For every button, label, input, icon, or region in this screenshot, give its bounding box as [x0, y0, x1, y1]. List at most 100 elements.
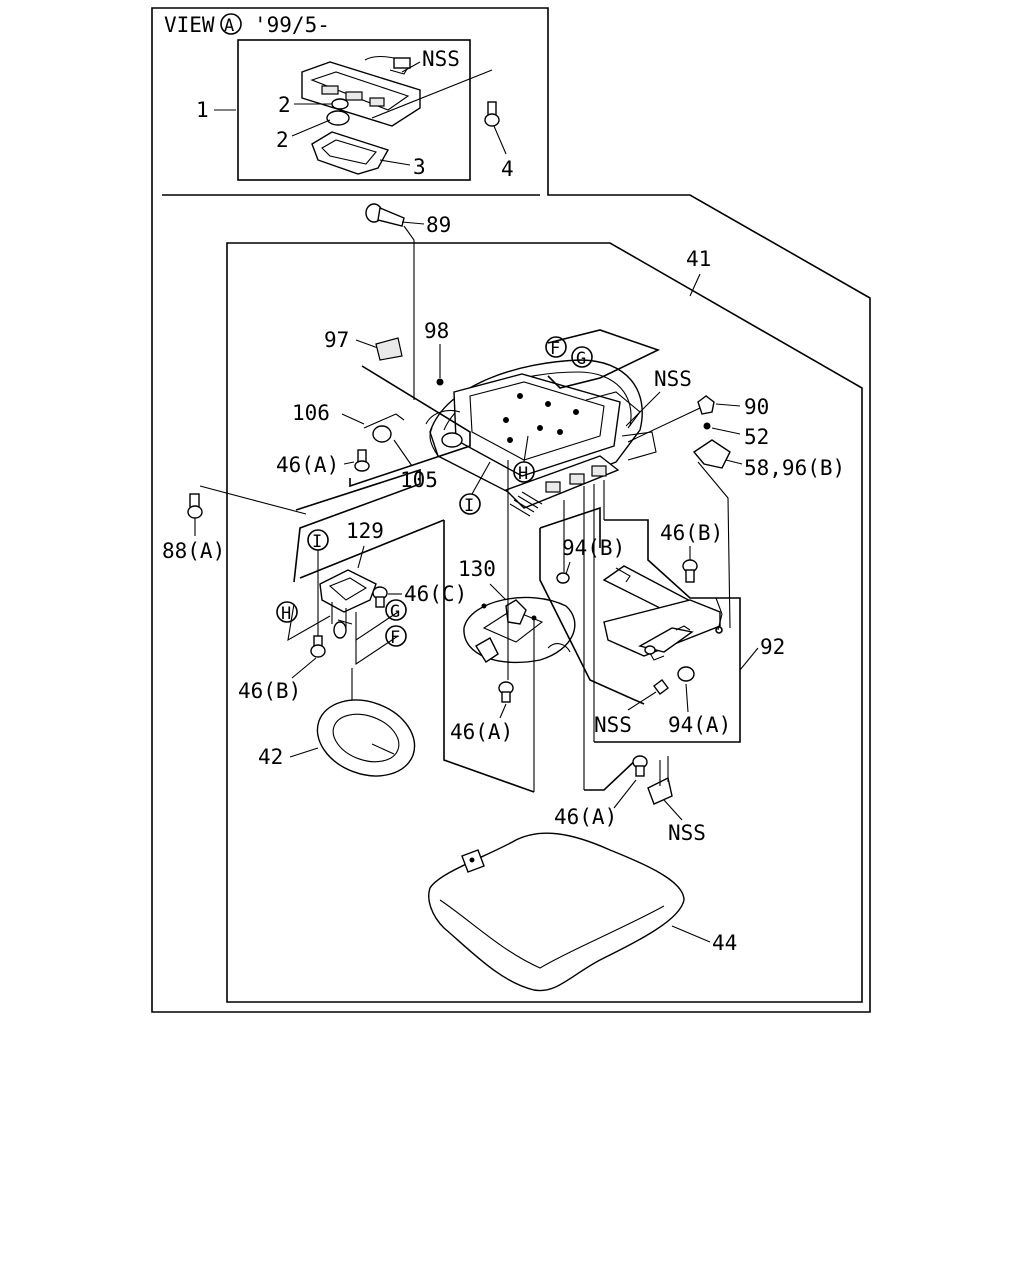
- inset-box: [237, 39, 471, 181]
- leader-part-2b: [291, 119, 331, 137]
- bracket-92: [602, 565, 723, 661]
- screw-88a: [187, 493, 203, 519]
- label-part-46a-left: 46(A): [276, 453, 339, 477]
- part-105: [363, 413, 405, 443]
- label-part-90: 90: [744, 395, 769, 419]
- bracket-94b-outline: [539, 528, 645, 705]
- label-i-left: I: [312, 532, 322, 552]
- bracket-129-outline: [293, 468, 421, 583]
- leader-part-89: [401, 221, 425, 225]
- leader-part-94a: [685, 683, 689, 713]
- screw-46c: [372, 586, 388, 608]
- label-f-left: F: [390, 628, 400, 648]
- circle-f-top: [545, 336, 567, 358]
- circle-h-left: [276, 601, 298, 623]
- label-nss-right: NSS: [594, 713, 632, 737]
- circle-f-left: [385, 625, 407, 647]
- screw-4: [484, 101, 500, 127]
- label-part-97: 97: [324, 328, 349, 352]
- bracket-129-frame-top: [299, 519, 445, 579]
- lens-42: [316, 699, 416, 777]
- label-nss-bottom: NSS: [668, 821, 706, 845]
- leader-part-94b: [565, 561, 571, 575]
- label-f-top: F: [550, 339, 560, 359]
- lamp-socket-129: [319, 569, 377, 639]
- part-nss-clip: [653, 679, 669, 695]
- label-part-46c: 46(C): [404, 582, 467, 606]
- leader-part-42: [289, 747, 319, 758]
- leader-part-46a-left: [343, 461, 355, 465]
- label-nss-mid: NSS: [654, 367, 692, 391]
- circle-g-left: [385, 599, 407, 621]
- leader-part-52: [711, 427, 741, 435]
- label-part-89: 89: [426, 213, 451, 237]
- leader-part-58-96b: [725, 459, 743, 465]
- label-nss-top: NSS: [422, 47, 460, 71]
- label-part-129: 129: [346, 519, 384, 543]
- label-part-4: 4: [501, 157, 514, 181]
- clip-nss-bottom: [647, 756, 673, 805]
- bracket-h-outline: [287, 603, 331, 642]
- leader-part-97: [355, 339, 379, 349]
- part-52: [703, 422, 711, 430]
- leader-part-3: [379, 159, 411, 166]
- screw-46a-center: [498, 681, 514, 703]
- label-part-94a: 94(A): [668, 713, 731, 737]
- leader-screw-4: [371, 69, 493, 119]
- screw-46a-bottom: [632, 755, 648, 777]
- leader-part-4: [493, 125, 507, 155]
- view-word: VIEW: [164, 13, 215, 37]
- inner-frame-41: [226, 242, 863, 1003]
- outer-frame: [151, 7, 871, 1013]
- leader-nss-right: [627, 691, 657, 711]
- leader-part-41: [689, 273, 701, 297]
- view-circle-letter: A: [224, 16, 234, 36]
- label-part-42: 42: [258, 745, 283, 769]
- label-g-top: G: [576, 349, 586, 369]
- bracket-fg-outline: [547, 329, 661, 389]
- label-h-mid: H: [518, 464, 528, 484]
- part-94b: [556, 572, 570, 584]
- screw-46b-left: [310, 635, 326, 658]
- chain-89: [403, 225, 415, 400]
- bracket-94b-top: [539, 506, 601, 548]
- label-part-3: 3: [413, 155, 426, 179]
- map-lamp-assembly: [301, 55, 421, 175]
- label-part-41: 41: [686, 247, 711, 271]
- part-90: [697, 395, 715, 415]
- leader-part-46a-bottom: [613, 779, 637, 809]
- label-part-88a: 88(A): [162, 539, 225, 563]
- bracket-130-frame: [443, 520, 535, 793]
- view-date: '99/5-: [254, 13, 330, 37]
- label-part-92: 92: [760, 635, 785, 659]
- leader-nss-mid: [625, 391, 661, 427]
- leader-part-46b-left: [291, 657, 317, 679]
- part-94a: [677, 666, 695, 682]
- label-part-46a-bottom: 46(A): [554, 805, 617, 829]
- leader-part-106: [341, 413, 365, 425]
- bracket-f-outline: [355, 635, 399, 666]
- part-98: [436, 378, 444, 386]
- label-part-44: 44: [712, 931, 737, 955]
- label-part-2b: 2: [276, 128, 289, 152]
- label-part-2a: 2: [278, 93, 291, 117]
- chain-90: [627, 407, 701, 443]
- leader-part-92: [739, 647, 759, 671]
- circle-g-top: [571, 346, 593, 368]
- bracket-92-frame: [594, 519, 741, 743]
- bracket-46a-bottom: [584, 755, 641, 791]
- label-h-left: H: [281, 604, 291, 624]
- leader-nss-top: [401, 61, 421, 73]
- bracket-130: [463, 596, 576, 664]
- label-part-105: 105: [400, 468, 438, 492]
- chain-58: [697, 461, 731, 629]
- part-97: [375, 337, 403, 361]
- leader-h-mid: [523, 435, 529, 463]
- screw-89: [365, 203, 405, 227]
- label-part-1: 1: [196, 98, 209, 122]
- leader-part-129: [357, 545, 365, 569]
- label-g-left: G: [390, 602, 400, 622]
- leader-part-105: [393, 439, 413, 467]
